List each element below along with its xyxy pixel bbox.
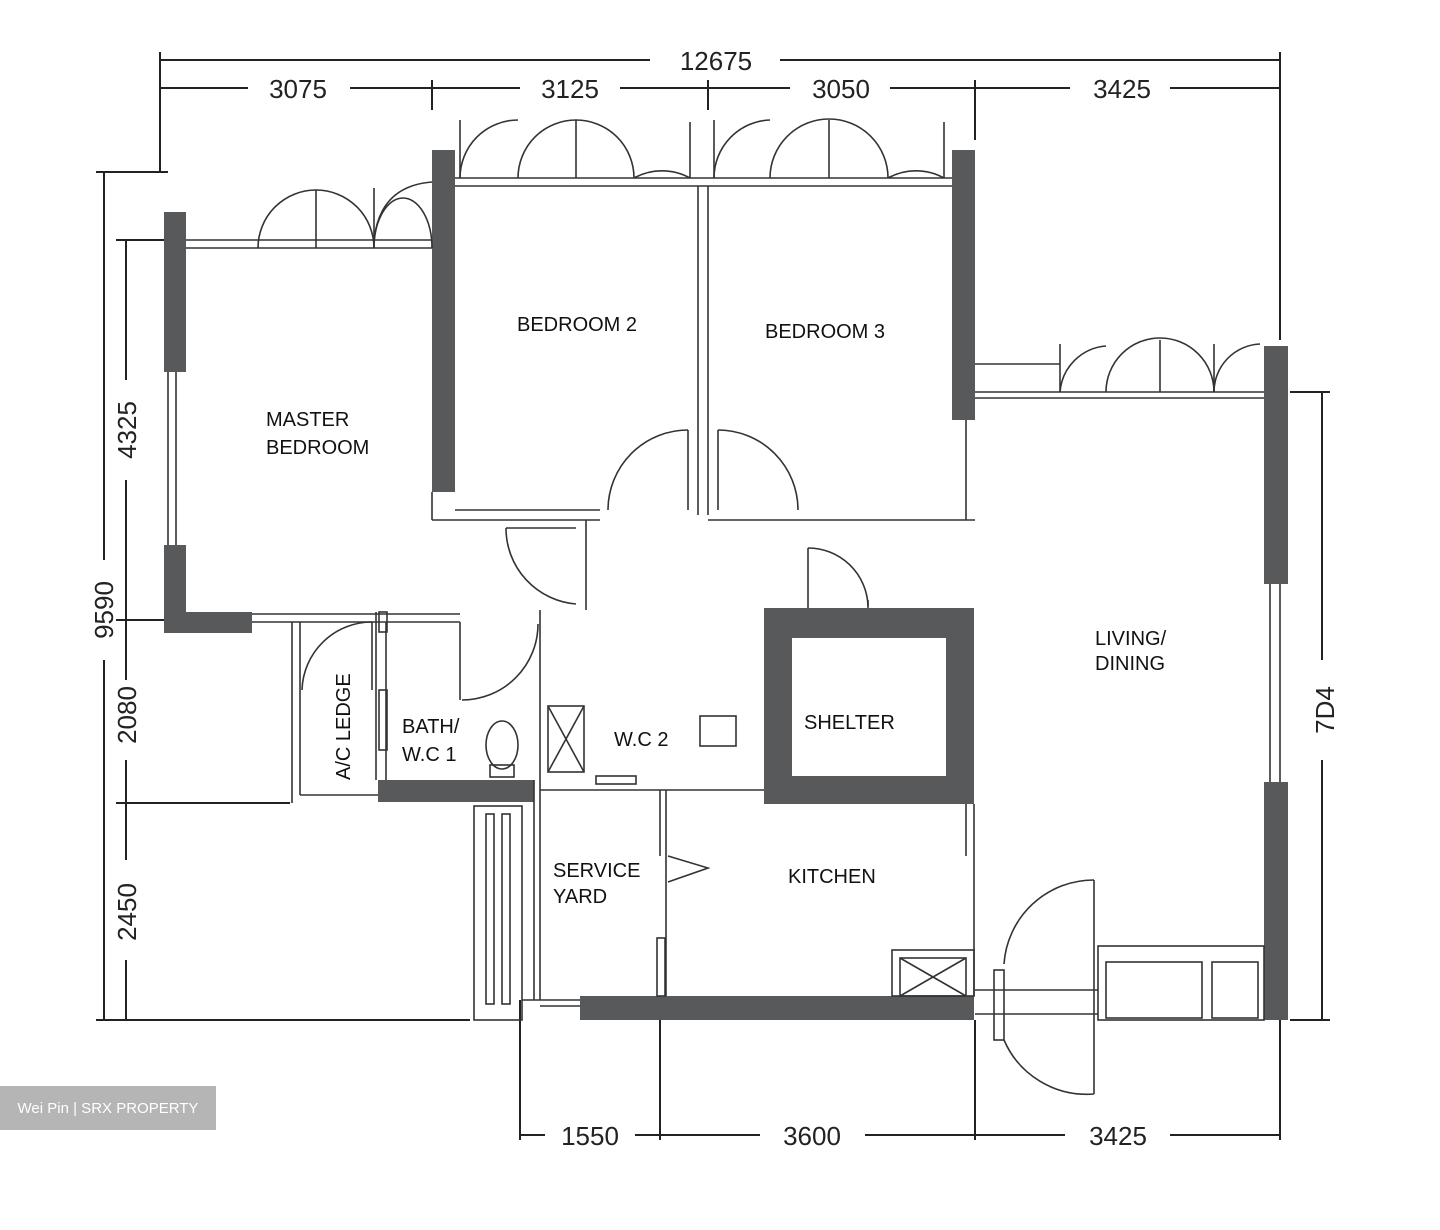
dim-left-2: 2080	[112, 686, 142, 744]
label-wc2: W.C 2	[614, 729, 668, 751]
dim-left-1: 4325	[112, 401, 142, 459]
label-master-bedroom-1: MASTER	[266, 409, 349, 431]
label-shelter: SHELTER	[804, 712, 895, 734]
dim-left-3: 2450	[112, 883, 142, 941]
label-ac-ledge: A/C LEDGE	[333, 673, 355, 780]
dim-bottom-2: 3600	[783, 1121, 841, 1151]
dim-top-1: 3075	[269, 74, 327, 104]
bottom-dimensions: 1550 3600 3425	[519, 1000, 1281, 1151]
label-bedroom-3: BEDROOM 3	[765, 321, 885, 343]
dim-bottom-3: 3425	[1089, 1121, 1147, 1151]
label-kitchen: KITCHEN	[788, 866, 876, 888]
label-bath-1: BATH/	[402, 716, 460, 738]
dim-left-total: 9590	[89, 581, 119, 639]
label-master-bedroom-2: BEDROOM	[266, 437, 369, 459]
label-bath-2: W.C 1	[402, 744, 456, 766]
partitions	[167, 177, 1281, 1041]
right-dimension: 7D4	[1290, 391, 1340, 1021]
dim-top-2: 3125	[541, 74, 599, 104]
label-living-1: LIVING/	[1095, 628, 1167, 650]
walls	[164, 150, 1288, 1020]
label-service-2: YARD	[553, 886, 607, 908]
watermark: Wei Pin | SRX PROPERTY	[0, 1086, 216, 1130]
label-bedroom-2: BEDROOM 2	[517, 314, 637, 336]
left-dimensions: 9590 4325 2080 2450	[89, 171, 470, 1021]
dim-bottom-1: 1550	[561, 1121, 619, 1151]
top-dimensions: 12675 3075 3125 3050 3425	[159, 46, 1281, 340]
label-service-1: SERVICE	[553, 860, 640, 882]
dim-right: 7D4	[1310, 686, 1340, 734]
label-living-2: DINING	[1095, 653, 1165, 675]
dim-top-3: 3050	[812, 74, 870, 104]
dim-top-4: 3425	[1093, 74, 1151, 104]
dim-top-total: 12675	[680, 46, 752, 76]
door-swings	[257, 118, 1261, 1096]
room-labels: MASTER BEDROOM BEDROOM 2 BEDROOM 3 LIVIN…	[266, 314, 1167, 908]
